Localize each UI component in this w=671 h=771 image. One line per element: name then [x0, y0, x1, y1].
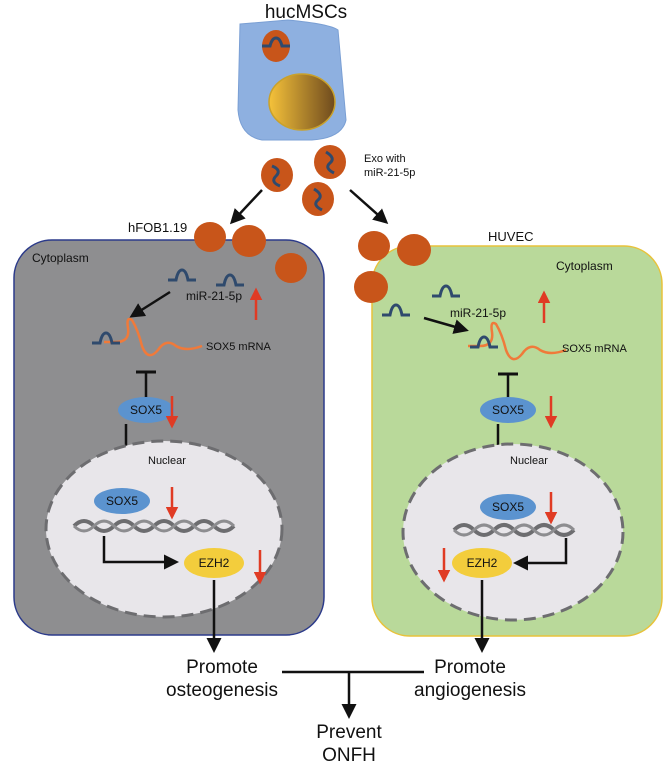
left-mirna-label: miR-21-5p	[186, 289, 242, 303]
left-ezh2-label: EZH2	[199, 556, 230, 570]
left-nucleus	[44, 439, 284, 619]
left-nuclear-sox5	[94, 488, 150, 514]
right-sox5-label: SOX5	[492, 403, 524, 417]
right-mirna-label: miR-21-5p	[450, 306, 506, 320]
right-nucleus-label: Nuclear	[510, 455, 548, 467]
right-cytoplasm-label: Cytoplasm	[556, 259, 613, 273]
right-mrna-label: SOX5 mRNA	[562, 343, 627, 355]
outcome-right-line2: angiogenesis	[414, 680, 526, 701]
outcome-right-line1: Promote	[434, 657, 506, 678]
arrow-mirna-to-mrna	[129, 290, 171, 318]
final-outcome-line2: ONFH	[322, 745, 376, 766]
dna-helix-strand	[72, 519, 236, 533]
left-exosomes	[194, 222, 307, 283]
left-nuclear-sox5-label: SOX5	[106, 494, 138, 508]
right-mrna	[468, 321, 567, 361]
source-cell-nucleus	[268, 73, 336, 131]
left-sox5-protein	[118, 397, 174, 423]
left-mrna-label: SOX5 mRNA	[206, 341, 271, 353]
right-sox5-protein	[480, 397, 536, 423]
arrow-sox5-to-ezh2	[513, 538, 568, 571]
outcome-left-line2: osteogenesis	[166, 680, 278, 701]
left-cell-name: hFOB1.19	[128, 220, 187, 235]
right-nuclear-sox5-label: SOX5	[492, 500, 524, 514]
source-cell-title: hucMSCs	[265, 2, 347, 23]
source-exosome	[262, 30, 290, 62]
right-exosomes	[354, 231, 431, 303]
right-ezh2-label: EZH2	[467, 556, 498, 570]
final-outcome-line1: Prevent	[316, 722, 382, 743]
mirna-hairpin-icon	[262, 36, 290, 48]
arrow-sox5-to-ezh2	[102, 536, 179, 570]
arrow-to-hfob	[229, 189, 263, 225]
arrow-mirna-to-mrna	[423, 316, 469, 334]
left-nucleus-label: Nuclear	[148, 455, 186, 467]
exo-label-line2: miR-21-5p	[364, 167, 415, 179]
exo-label-line1: Exo with	[364, 153, 406, 165]
right-cell-name: HUVEC	[488, 229, 534, 244]
left-sox5-label: SOX5	[130, 403, 162, 417]
right-ezh2	[452, 548, 512, 578]
right-nuclear-sox5	[480, 494, 536, 520]
arrow-to-huvec	[349, 189, 389, 224]
free-exosomes	[261, 145, 346, 216]
left-cytoplasm-label: Cytoplasm	[32, 251, 89, 265]
left-ezh2	[184, 548, 244, 578]
dna-helix-strand	[452, 523, 576, 537]
left-mrna	[104, 317, 203, 357]
outcome-left-line1: Promote	[186, 657, 258, 678]
